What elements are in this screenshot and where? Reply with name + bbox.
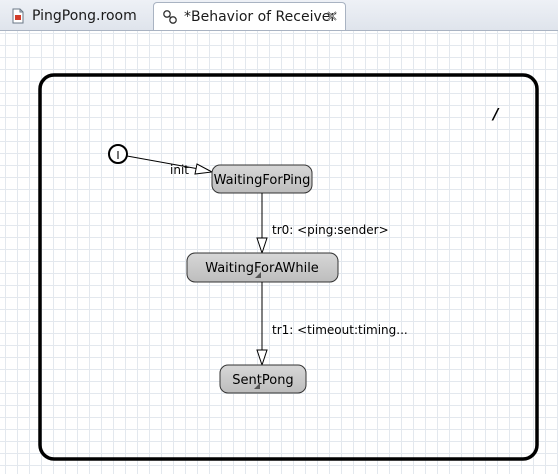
state-waiting-for-a-while[interactable]: WaitingForAWhile bbox=[186, 252, 339, 283]
state-machine-icon bbox=[163, 9, 177, 24]
transition-tr0[interactable] bbox=[256, 193, 268, 255]
transition-tr1[interactable] bbox=[256, 282, 268, 367]
state-graph-frame[interactable] bbox=[38, 73, 539, 461]
state-name: WaitingForPing bbox=[214, 173, 311, 188]
room-file-icon bbox=[12, 8, 24, 24]
initial-point[interactable]: I bbox=[108, 144, 128, 164]
history-marker: / bbox=[491, 105, 500, 123]
tab-label: PingPong.room bbox=[32, 8, 137, 24]
state-name: WaitingForAWhile bbox=[205, 261, 319, 276]
tab-pingpong-room[interactable]: PingPong.room bbox=[2, 2, 152, 30]
subgraph-indicator-icon bbox=[255, 272, 261, 278]
transition-label: init bbox=[170, 163, 189, 177]
state-name: SentPong bbox=[232, 373, 293, 388]
transition-label: tr1: <timeout:timing... bbox=[272, 323, 408, 337]
subgraph-indicator-icon bbox=[254, 383, 260, 389]
editor-tab-bar: PingPong.room *Behavior of Receiver bbox=[0, 0, 558, 31]
close-icon[interactable] bbox=[325, 9, 339, 23]
tab-label: *Behavior of Receiver bbox=[184, 8, 337, 25]
transition-label: tr0: <ping:sender> bbox=[272, 223, 389, 237]
diagram-canvas[interactable] bbox=[0, 31, 558, 474]
state-waiting-for-ping[interactable]: WaitingForPing bbox=[211, 164, 313, 194]
state-sent-pong[interactable]: SentPong bbox=[219, 364, 307, 394]
initial-point-label: I bbox=[116, 149, 119, 162]
transition-init[interactable] bbox=[126, 155, 214, 175]
tab-behavior-of-receiver[interactable]: *Behavior of Receiver bbox=[153, 2, 346, 30]
